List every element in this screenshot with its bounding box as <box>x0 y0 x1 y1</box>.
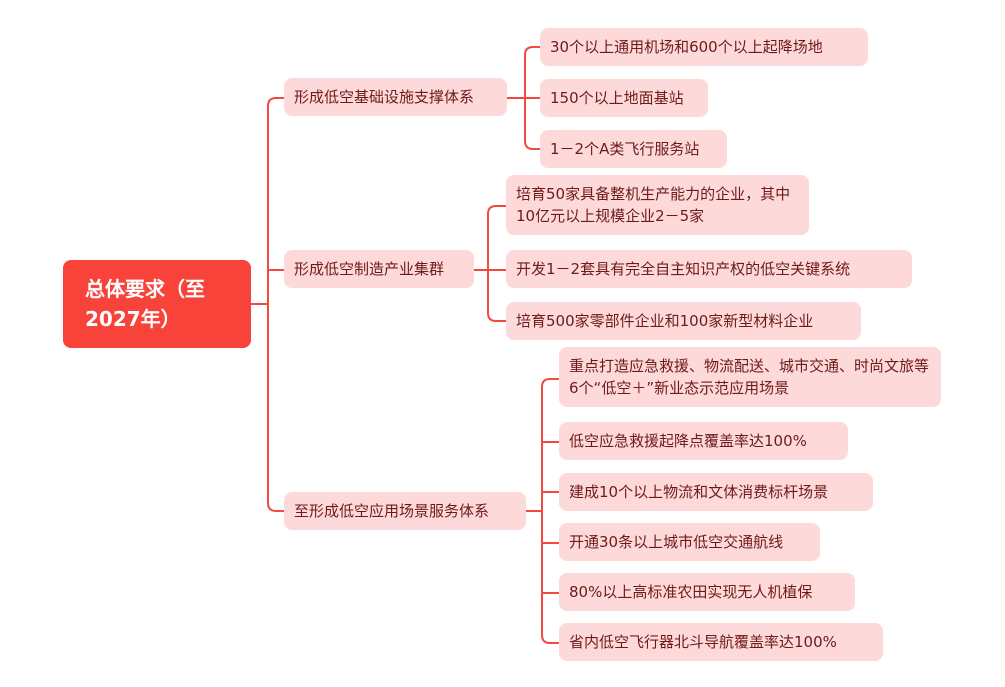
root-node[interactable]: 总体要求（至2027年） <box>63 260 251 348</box>
leaf-node[interactable]: 省内低空飞行器北斗导航覆盖率达100% <box>559 623 883 661</box>
leaf-node[interactable]: 30个以上通用机场和600个以上起降场地 <box>540 28 868 66</box>
leaf-node[interactable]: 培育500家零部件企业和100家新型材料企业 <box>506 302 861 340</box>
leaf-node[interactable]: 培育50家具备整机生产能力的企业，其中10亿元以上规模企业2－5家 <box>506 175 809 235</box>
leaf-node[interactable]: 建成10个以上物流和文体消费标杆场景 <box>559 473 873 511</box>
branch-application[interactable]: 至形成低空应用场景服务体系 <box>284 492 526 530</box>
leaf-node[interactable]: 1－2个A类飞行服务站 <box>540 130 727 168</box>
branch-infrastructure[interactable]: 形成低空基础设施支撑体系 <box>284 78 507 116</box>
leaf-node[interactable]: 150个以上地面基站 <box>540 79 708 117</box>
leaf-node[interactable]: 开通30条以上城市低空交通航线 <box>559 523 820 561</box>
leaf-node[interactable]: 开发1－2套具有完全自主知识产权的低空关键系统 <box>506 250 912 288</box>
branch-manufacturing[interactable]: 形成低空制造产业集群 <box>284 250 474 288</box>
leaf-node[interactable]: 重点打造应急救援、物流配送、城市交通、时尚文旅等6个“低空＋”新业态示范应用场景 <box>559 347 941 407</box>
leaf-node[interactable]: 80%以上高标准农田实现无人机植保 <box>559 573 855 611</box>
leaf-node[interactable]: 低空应急救援起降点覆盖率达100% <box>559 422 848 460</box>
